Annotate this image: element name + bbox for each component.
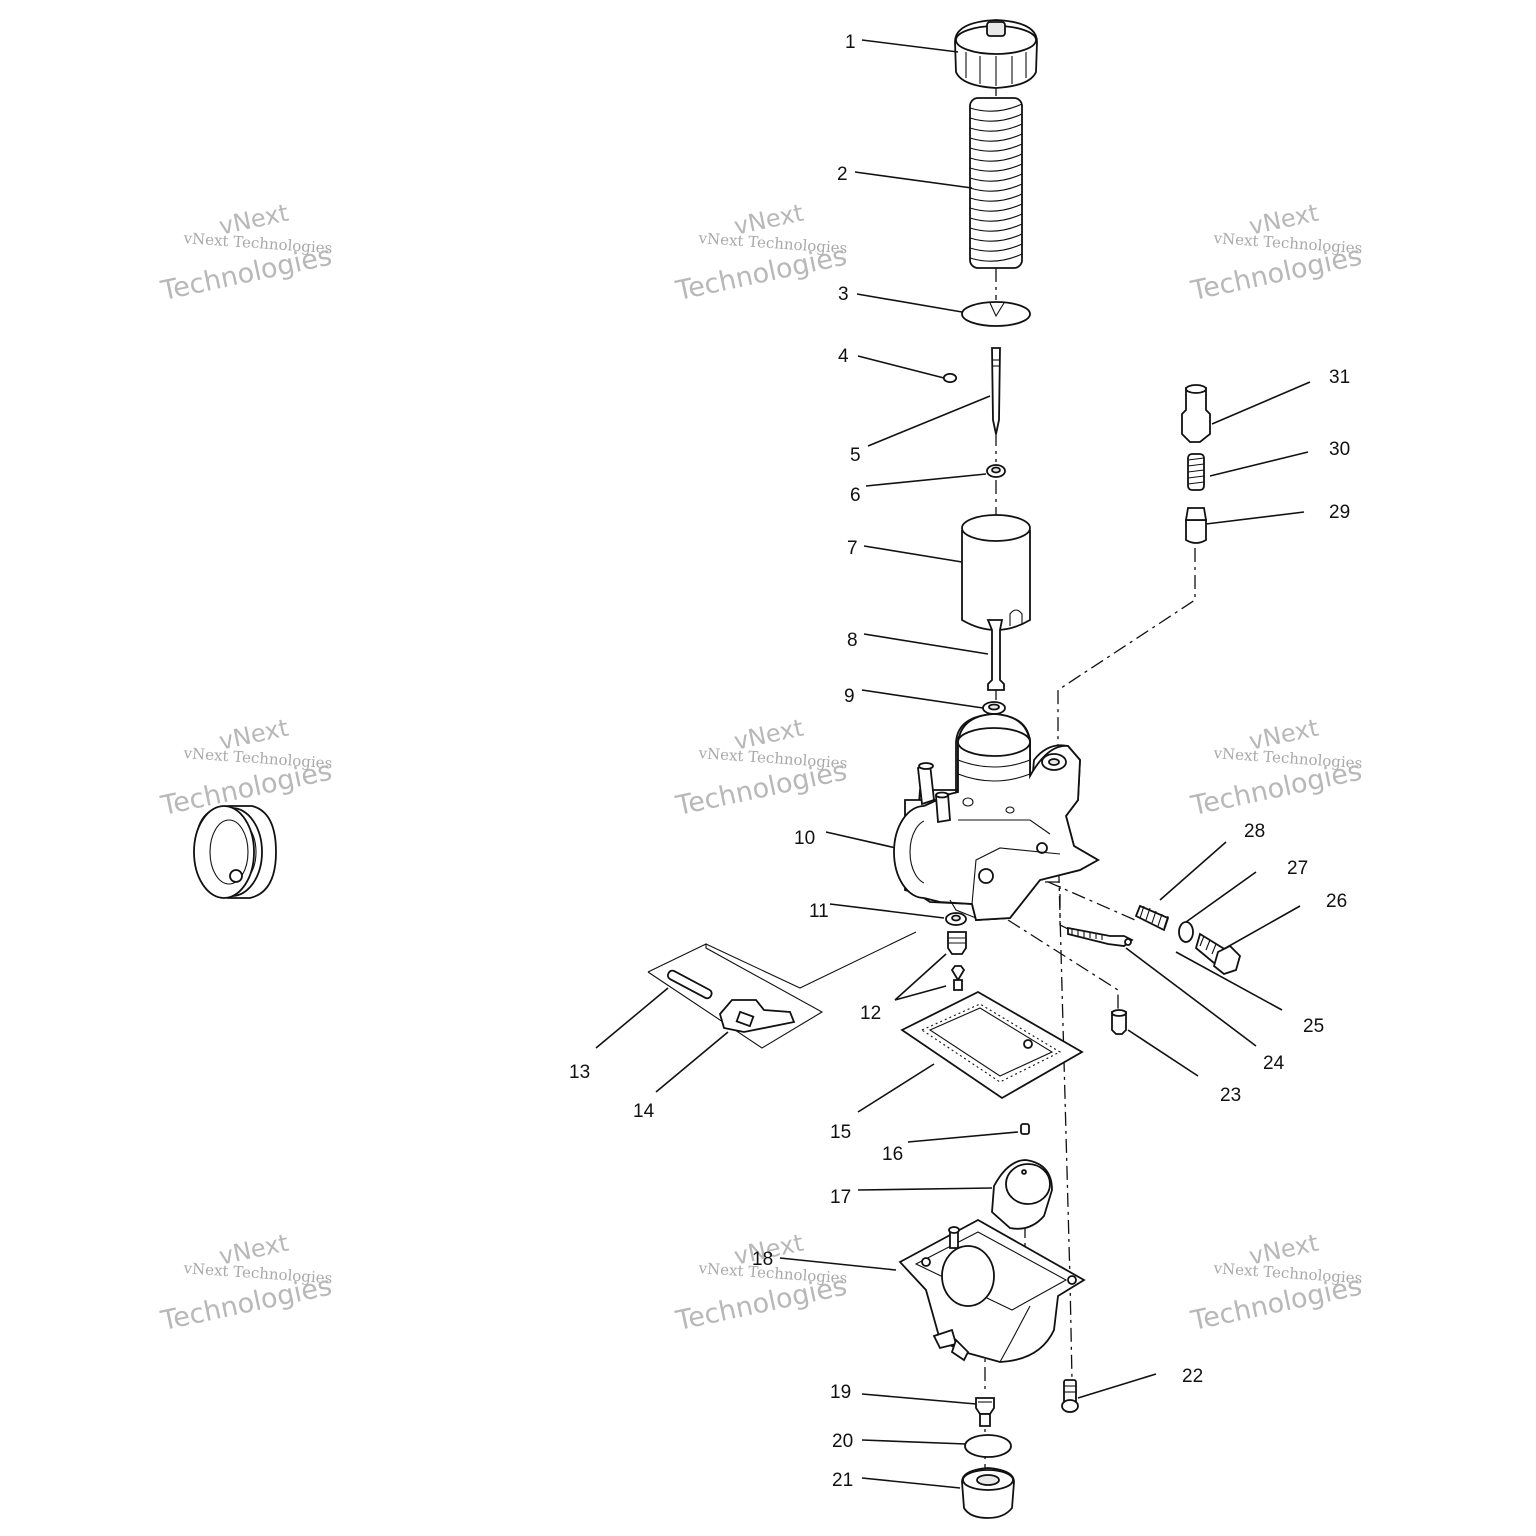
callout-8: 8	[847, 630, 858, 651]
callout-21: 21	[832, 1470, 853, 1491]
part-12-needle-valve	[947, 931, 967, 991]
body-inlet-ring	[193, 805, 255, 899]
callout-13: 13	[569, 1062, 590, 1083]
part-19-main-jet	[975, 1397, 995, 1427]
part-23-plug	[1111, 1009, 1127, 1035]
part-10-carburetor-body-shape	[893, 713, 1100, 921]
callout-18: 18	[752, 1249, 773, 1270]
part-30-starter-spring	[1187, 453, 1205, 491]
part-8-needle-jet	[986, 619, 1005, 691]
part-27-washer	[1178, 921, 1194, 943]
callout-26: 26	[1326, 891, 1347, 912]
callout-14: 14	[633, 1101, 655, 1122]
part-28-spring	[1134, 904, 1170, 932]
callout-11: 11	[809, 901, 829, 922]
part-20-o-ring	[964, 1434, 1012, 1458]
callout-29: 29	[1329, 502, 1350, 523]
callout-23: 23	[1220, 1085, 1241, 1106]
callout-27: 27	[1287, 858, 1308, 879]
part-1-mixing-chamber-cap	[954, 19, 1038, 89]
callout-7: 7	[847, 538, 858, 559]
callout-10: 10	[794, 828, 815, 849]
callout-5: 5	[850, 445, 861, 466]
part-16-pilot-jet	[1020, 1123, 1030, 1135]
callout-12: 12	[860, 1003, 881, 1024]
callout-2: 2	[837, 164, 848, 185]
part-3-needle-retainer-plate	[961, 301, 1031, 327]
part-25-spring-seat	[1124, 938, 1132, 946]
part-22-bowl-screw	[1061, 1379, 1079, 1413]
callout-28: 28	[1244, 821, 1265, 842]
part-21-drain-plug	[961, 1467, 1015, 1519]
part-13-14-float-arm-group	[647, 931, 917, 1049]
callout-22: 22	[1182, 1366, 1203, 1387]
callout-9: 9	[844, 686, 855, 707]
callout-labels: 1 2 3 4 5 6 7 8 9 10 11 12 13 14 15 16 1…	[569, 32, 1350, 1491]
part-6-washer	[986, 464, 1006, 478]
part-31-starter-nut	[1181, 384, 1211, 443]
callout-15: 15	[830, 1122, 851, 1143]
part-17-float	[991, 1159, 1053, 1230]
callout-31: 31	[1329, 367, 1350, 388]
callout-30: 30	[1329, 439, 1350, 460]
callout-20: 20	[832, 1431, 853, 1452]
callout-3: 3	[838, 284, 849, 305]
part-2-throttle-valve-spring	[969, 97, 1023, 269]
callout-1: 1	[845, 32, 856, 53]
part-26-throttle-stop-screw	[1194, 932, 1242, 976]
callout-19: 19	[830, 1382, 851, 1403]
part-15-float-bowl-gasket	[900, 990, 1084, 1100]
callout-25: 25	[1303, 1016, 1324, 1037]
part-18-float-bowl	[898, 1218, 1086, 1363]
callout-17: 17	[830, 1187, 851, 1208]
part-29-starter-plunger	[1184, 507, 1208, 544]
part-11-washer	[945, 912, 967, 926]
part-24-pilot-air-screw	[1067, 926, 1134, 947]
part-5-jet-needle	[991, 347, 1001, 435]
part-7-throttle-valve	[961, 514, 1031, 631]
callout-4: 4	[838, 346, 849, 367]
callout-24: 24	[1263, 1053, 1285, 1074]
leader-lines	[595, 39, 1311, 1489]
callout-6: 6	[850, 485, 861, 506]
part-4-e-clip	[942, 372, 958, 384]
callout-16: 16	[882, 1144, 903, 1165]
